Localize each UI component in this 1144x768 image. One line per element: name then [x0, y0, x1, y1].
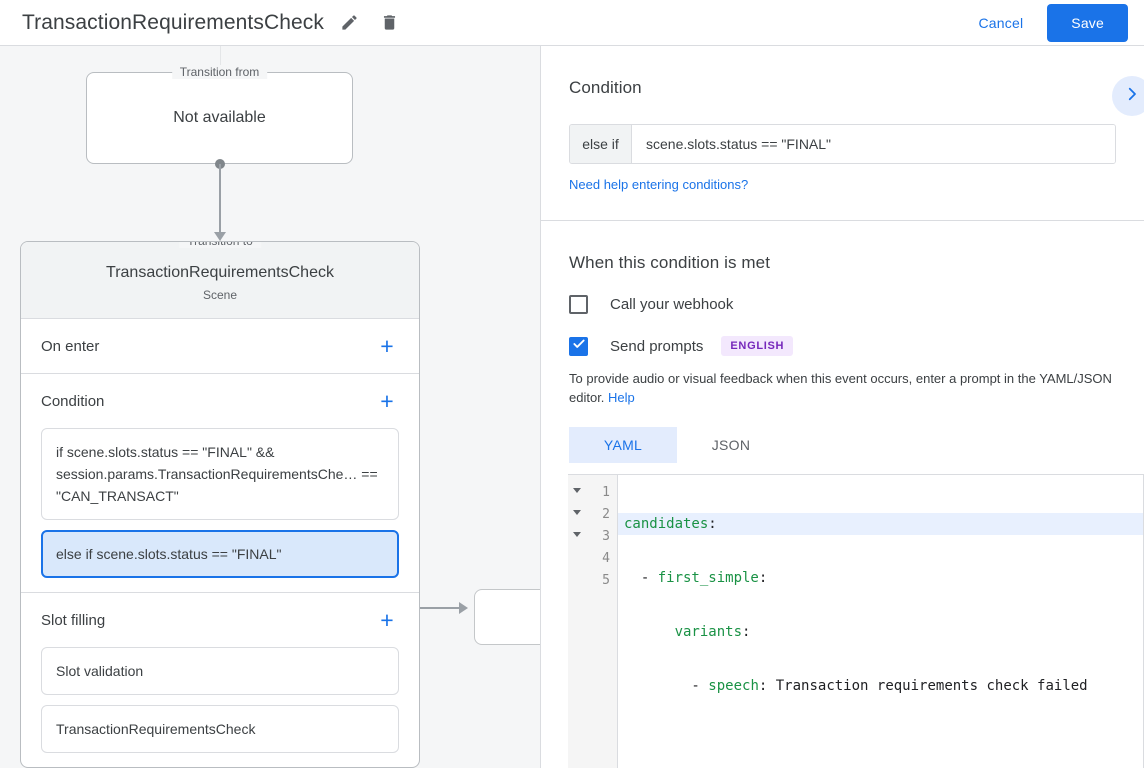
target-node-stub[interactable]	[474, 589, 540, 645]
section-title-on-enter: On enter	[41, 337, 100, 355]
chevron-right-icon	[1123, 85, 1141, 108]
code-value: Transaction requirements check failed	[767, 678, 1088, 694]
send-prompts-label: Send prompts	[610, 337, 704, 355]
connector-arrow	[214, 232, 226, 241]
transition-from-value: Not available	[173, 109, 266, 126]
scene-header: TransactionRequirementsCheck Scene	[21, 242, 419, 319]
section-title-condition: Condition	[41, 392, 105, 410]
send-prompts-checkbox[interactable]	[569, 336, 588, 356]
when-condition-met-section: When this condition is met Call your web…	[541, 221, 1144, 463]
fold-arrow-icon[interactable]	[573, 510, 581, 515]
transition-from-legend: Transition from	[171, 65, 268, 79]
condition-item[interactable]: if scene.slots.status == "FINAL" && sess…	[41, 428, 399, 520]
editor-gutter: 1 2 3 4 5	[568, 475, 618, 768]
condition-section: Condition else if Need help entering con…	[541, 46, 1144, 194]
code-editor[interactable]: 1 2 3 4 5 candidates: - first_simple: va…	[568, 474, 1144, 768]
when-condition-met-heading: When this condition is met	[569, 253, 771, 272]
transition-from-node[interactable]: Transition from Not available	[86, 65, 353, 164]
line-number: 2	[602, 506, 610, 522]
prompts-helper-text: To provide audio or visual feedback when…	[569, 369, 1116, 407]
tab-yaml[interactable]: YAML	[569, 427, 677, 463]
slot-filling-item[interactable]: TransactionRequirementsCheck	[41, 705, 399, 753]
condition-input-row[interactable]: else if	[569, 124, 1116, 164]
code-colon: :	[758, 570, 768, 586]
scene-name: TransactionRequirementsCheck	[106, 264, 334, 281]
prompts-help-link[interactable]: Help	[608, 390, 635, 405]
section-condition: Condition + if scene.slots.status == "FI…	[21, 374, 419, 593]
line-number: 1	[602, 484, 610, 500]
code-line	[618, 729, 1144, 751]
language-badge: ENGLISH	[721, 336, 794, 356]
code-key: variants	[674, 624, 743, 640]
code-line: candidates:	[618, 513, 1144, 535]
top-bar: TransactionRequirementsCheck Cancel Save	[0, 0, 1144, 46]
line-number: 4	[602, 550, 610, 566]
line-number: 5	[602, 572, 610, 588]
code-line: - first_simple:	[618, 567, 1144, 589]
send-prompts-row[interactable]: Send prompts ENGLISH	[569, 336, 1116, 356]
code-key: first_simple	[657, 570, 759, 586]
code-line: - speech: Transaction requirements check…	[618, 675, 1144, 697]
fold-arrow-icon[interactable]	[573, 532, 581, 537]
gutter-line: 3	[568, 525, 617, 547]
trash-icon	[380, 13, 399, 32]
condition-item-selected[interactable]: else if scene.slots.status == "FINAL"	[41, 530, 399, 578]
code-colon: :	[708, 516, 717, 532]
connector-line	[219, 164, 221, 236]
panel-divider	[541, 220, 1144, 221]
edit-title-button[interactable]	[334, 8, 364, 38]
gutter-line: 4	[568, 547, 617, 569]
prompts-helper-body: To provide audio or visual feedback when…	[569, 371, 1112, 405]
save-button[interactable]: Save	[1047, 3, 1128, 42]
section-header: Condition +	[41, 374, 399, 428]
code-key: speech	[708, 678, 759, 694]
condition-help-link[interactable]: Need help entering conditions?	[569, 177, 749, 192]
section-on-enter: On enter +	[21, 319, 419, 374]
connector-line-branch	[401, 607, 463, 609]
checkmark-icon	[572, 337, 586, 356]
editor-code-area[interactable]: candidates: - first_simple: variants: - …	[618, 475, 1144, 768]
scene-type: Scene	[202, 288, 238, 302]
code-key: candidates	[624, 516, 709, 532]
section-header: Slot filling +	[41, 593, 399, 647]
call-webhook-checkbox[interactable]	[569, 295, 588, 314]
fold-arrow-icon[interactable]	[573, 488, 581, 493]
section-slot-filling: Slot filling + Slot validation Transacti…	[21, 593, 419, 753]
code-line: variants:	[618, 621, 1144, 643]
transition-to-node[interactable]: Transition to TransactionRequirementsChe…	[20, 241, 420, 768]
slot-filling-item[interactable]: Slot validation	[41, 647, 399, 695]
code-indent: -	[624, 570, 658, 586]
condition-prefix-label: else if	[570, 125, 632, 163]
gutter-line: 5	[568, 569, 617, 591]
code-indent	[624, 624, 675, 640]
add-condition-button[interactable]: +	[380, 387, 394, 414]
code-colon: :	[742, 624, 751, 640]
add-slot-filling-button[interactable]: +	[380, 606, 394, 633]
section-title-slot-filling: Slot filling	[41, 611, 106, 629]
flow-canvas[interactable]: Transition from Not available Transition…	[0, 46, 540, 768]
add-on-enter-button[interactable]: +	[380, 332, 394, 359]
cancel-button[interactable]: Cancel	[965, 7, 1038, 39]
editor-format-tabs: YAML JSON	[569, 427, 1116, 463]
condition-input[interactable]	[632, 125, 1115, 163]
condition-heading: Condition	[569, 78, 642, 97]
pencil-icon	[340, 13, 359, 32]
expand-panel-button[interactable]	[1112, 76, 1144, 116]
page-title: TransactionRequirementsCheck	[22, 10, 324, 34]
section-header: On enter +	[41, 319, 399, 373]
line-number: 3	[602, 528, 610, 544]
code-colon: :	[758, 678, 768, 694]
connector-arrow-branch	[459, 602, 468, 614]
code-indent: -	[624, 678, 709, 694]
gutter-line: 1	[568, 481, 617, 503]
gutter-line: 2	[568, 503, 617, 525]
tab-json[interactable]: JSON	[711, 437, 751, 453]
webhook-row[interactable]: Call your webhook	[569, 295, 1116, 314]
call-webhook-label: Call your webhook	[610, 296, 734, 313]
delete-button[interactable]	[374, 8, 404, 38]
transition-to-legend: Transition to	[179, 242, 261, 248]
